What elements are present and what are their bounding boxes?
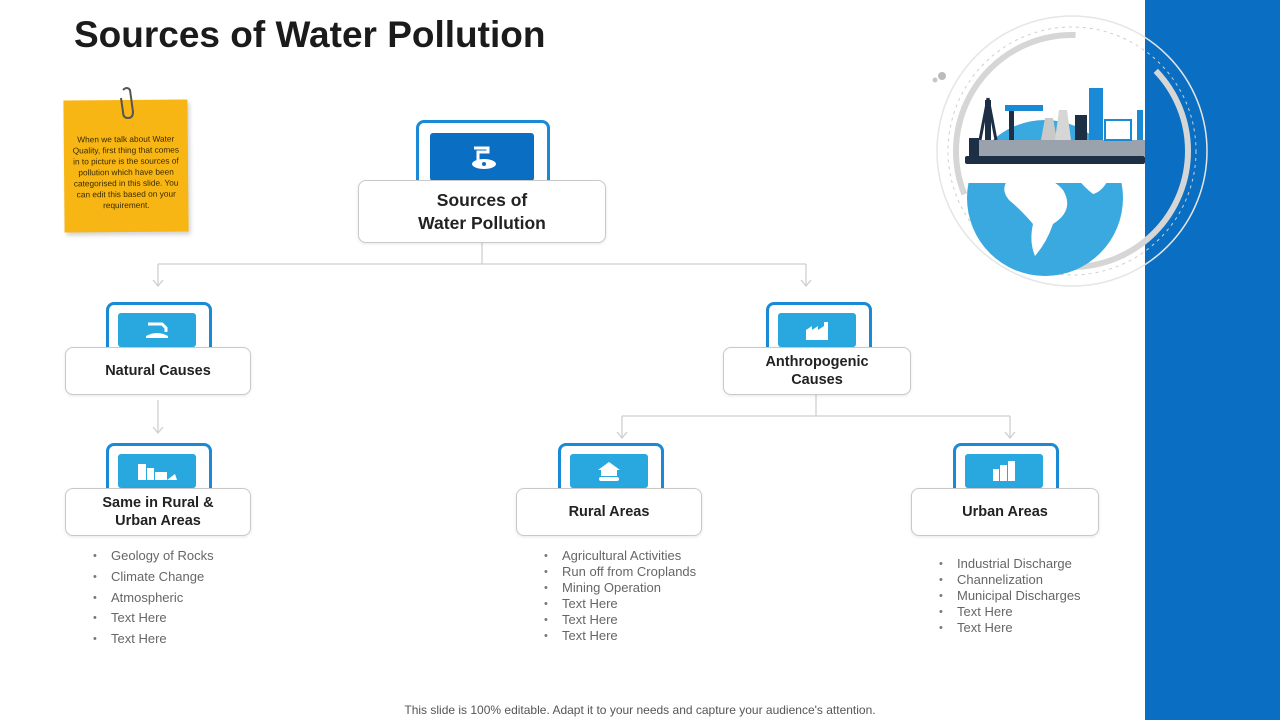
- urban-areas-label: Urban Areas: [962, 504, 1048, 520]
- list-item: Industrial Discharge: [939, 556, 1081, 572]
- globe-industry-illustration: [932, 15, 1208, 287]
- same-rural-urban-node: Same in Rural & Urban Areas: [65, 488, 251, 536]
- list-item: Run off from Croplands: [544, 564, 696, 580]
- slide-title: Sources of Water Pollution: [74, 14, 546, 55]
- list-item: Municipal Discharges: [939, 588, 1081, 604]
- paperclip-icon: [120, 87, 135, 120]
- city-icon: [118, 454, 196, 488]
- rural-bullet-list: Agricultural Activities Run off from Cro…: [544, 548, 696, 644]
- water-tap-icon: [118, 313, 196, 347]
- rural-areas-node: Rural Areas: [516, 488, 702, 536]
- list-item: Atmospheric: [93, 588, 214, 609]
- list-item: Climate Change: [93, 567, 214, 588]
- list-item: Text Here: [93, 629, 214, 650]
- root-label-line1: Sources of: [436, 189, 528, 210]
- farmhouse-icon: [570, 454, 648, 488]
- list-item: Agricultural Activities: [544, 548, 696, 564]
- same-bullet-list: Geology of Rocks Climate Change Atmosphe…: [93, 546, 214, 650]
- list-item: Channelization: [939, 572, 1081, 588]
- list-item: Text Here: [544, 612, 696, 628]
- anthropogenic-causes-node: Anthropogenic Causes: [723, 347, 911, 395]
- list-item: Text Here: [544, 596, 696, 612]
- root-node: Sources of Water Pollution: [358, 180, 606, 243]
- natural-causes-node: Natural Causes: [65, 347, 251, 395]
- anthropogenic-label-line2: Causes: [791, 372, 843, 388]
- buildings-icon: [965, 454, 1043, 488]
- right-accent-band: [1145, 0, 1280, 720]
- same-label-line2: Urban Areas: [115, 513, 201, 529]
- rural-areas-label: Rural Areas: [568, 504, 650, 520]
- anthropogenic-label-line1: Anthropogenic: [765, 354, 869, 370]
- list-item: Text Here: [544, 628, 696, 644]
- same-label-line1: Same in Rural &: [102, 495, 214, 511]
- list-item: Text Here: [939, 604, 1081, 620]
- urban-areas-node: Urban Areas: [911, 488, 1099, 536]
- water-drain-icon: [430, 133, 534, 181]
- footer-note: This slide is 100% editable. Adapt it to…: [404, 703, 876, 717]
- list-item: Text Here: [939, 620, 1081, 636]
- list-item: Text Here: [93, 608, 214, 629]
- list-item: Geology of Rocks: [93, 546, 214, 567]
- root-label-line2: Water Pollution: [418, 212, 546, 233]
- urban-bullet-list: Industrial Discharge Channelization Muni…: [939, 556, 1081, 636]
- natural-causes-label: Natural Causes: [105, 363, 211, 379]
- list-item: Mining Operation: [544, 580, 696, 596]
- factory-icon: [778, 313, 856, 347]
